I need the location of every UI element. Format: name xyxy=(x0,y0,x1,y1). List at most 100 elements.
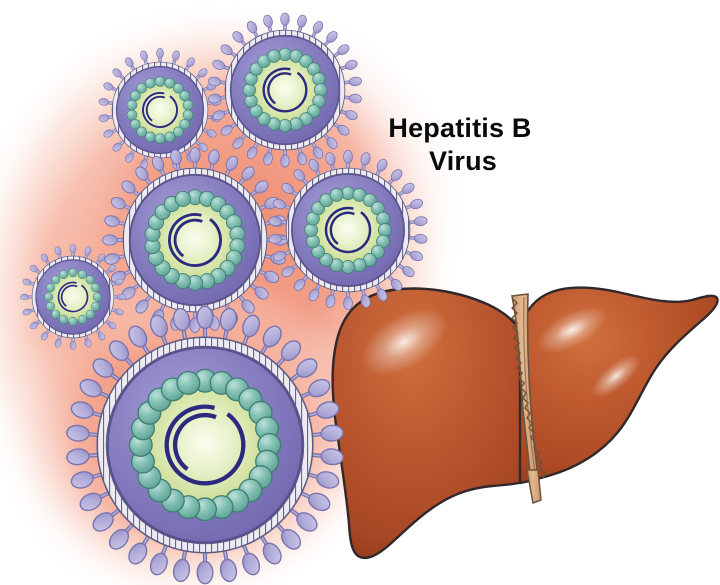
capsid-protein xyxy=(306,234,320,249)
viral-dna-genome xyxy=(167,213,222,267)
capsid-protein-ring xyxy=(304,186,392,274)
capsid-protein xyxy=(90,283,101,293)
viral-dna-genome xyxy=(262,67,308,113)
capsid-protein-ring xyxy=(44,268,102,326)
viral-dna-genome xyxy=(57,281,89,313)
spike-protein xyxy=(112,68,127,82)
lipid-bilayer xyxy=(286,168,410,292)
capsid-protein xyxy=(179,118,191,130)
liver xyxy=(331,286,719,560)
capsid-protein xyxy=(136,82,147,94)
capsid-protein xyxy=(129,90,141,102)
capsid-protein xyxy=(51,309,61,319)
virus-particle-top-right xyxy=(208,12,362,168)
spike-protein xyxy=(240,539,261,576)
capsid-protein xyxy=(289,117,303,131)
capsid-protein xyxy=(144,77,156,89)
virus-particle-small-left xyxy=(20,244,126,350)
capsid-protein xyxy=(173,126,184,138)
ligament-groove xyxy=(523,296,537,480)
capsid-protein xyxy=(249,62,263,76)
bilayer-outer-edge xyxy=(122,167,268,313)
ligament-serrated-edge xyxy=(511,297,546,479)
dna-outer-strand xyxy=(167,213,222,267)
lipid-bilayer xyxy=(112,62,208,158)
capsid-protein xyxy=(129,118,141,130)
spike-protein xyxy=(66,424,104,442)
dna-inner-strand xyxy=(145,95,166,122)
capsid-protein xyxy=(154,133,166,144)
capsid-protein xyxy=(126,109,138,121)
viral-dna-genome xyxy=(164,404,246,486)
bilayer-inner-edge xyxy=(128,173,262,307)
bilayer-outer-edge xyxy=(96,336,314,554)
bilayer-inner-edge xyxy=(291,173,405,287)
capsid-protein xyxy=(77,269,87,280)
dna-outer-strand xyxy=(262,67,308,113)
viral-dna-genome xyxy=(324,206,372,254)
spike-protein xyxy=(70,401,107,419)
capsid-protein xyxy=(307,104,321,118)
capsid-protein xyxy=(173,82,184,94)
ligament-tab xyxy=(526,469,542,504)
capsid-protein xyxy=(278,119,292,133)
capsid-protein xyxy=(311,201,326,216)
spike-protein xyxy=(92,358,125,385)
liver-right-highlight xyxy=(537,306,607,354)
dna-inner-strand xyxy=(172,413,217,471)
capsid-protein xyxy=(144,131,156,143)
capsid-protein xyxy=(85,309,95,319)
capsid-protein xyxy=(312,72,326,86)
liver-right-highlight-2 xyxy=(591,354,641,398)
virus-particle-top-left xyxy=(98,48,222,172)
capsid-protein xyxy=(59,269,69,280)
capsid-protein xyxy=(299,54,313,68)
capsid-protein xyxy=(182,109,194,121)
dna-inner-strand xyxy=(267,72,292,105)
spike-protein xyxy=(219,307,238,345)
bilayer-outer-edge xyxy=(31,255,115,339)
lipid-bilayer xyxy=(123,168,267,312)
capsid-protein xyxy=(242,83,256,97)
capsid-protein-ring xyxy=(126,76,194,144)
capsid-protein-ring xyxy=(242,47,328,133)
bilayer-outer-edge xyxy=(224,29,346,151)
spike-protein xyxy=(22,307,37,316)
capsid-protein-ring xyxy=(144,189,246,291)
bilayer-inner-edge xyxy=(115,65,205,155)
bilayer-outer-edge xyxy=(285,167,411,293)
dna-outer-strand xyxy=(57,281,89,313)
capsid-protein xyxy=(314,83,328,97)
dna-inner-strand xyxy=(173,218,203,258)
spike-protein xyxy=(208,93,229,104)
capsid-protein xyxy=(341,260,355,274)
spike-protein xyxy=(373,281,388,302)
virus-particle-group xyxy=(20,12,428,585)
capsid-protein xyxy=(182,99,194,111)
capsid-protein xyxy=(59,314,69,325)
capsid-protein xyxy=(179,90,191,102)
spike-protein xyxy=(70,471,107,489)
virus-particle-middle-right xyxy=(268,149,428,311)
capsid-protein-ring xyxy=(128,368,282,522)
capsid-protein xyxy=(257,112,271,126)
spike-protein xyxy=(196,547,214,585)
bilayer-inner-edge xyxy=(35,259,111,335)
dna-outer-strand xyxy=(164,404,246,486)
capsid-protein xyxy=(77,314,87,325)
capsid-protein xyxy=(51,275,61,285)
bilayer-inner-edge xyxy=(105,345,305,545)
liver-left-highlight xyxy=(361,308,447,376)
capsid-protein xyxy=(68,316,78,326)
lipid-bilayer xyxy=(32,256,114,338)
dna-outer-strand xyxy=(324,206,372,254)
capsid-protein xyxy=(92,292,102,302)
capsid-protein xyxy=(319,252,334,267)
bilayer-inner-edge xyxy=(229,34,341,146)
capsid-protein xyxy=(164,77,176,89)
capsid-protein xyxy=(68,268,78,278)
capsid-protein xyxy=(278,47,292,61)
capsid-protein xyxy=(45,283,56,293)
capsid-protein xyxy=(378,223,392,237)
